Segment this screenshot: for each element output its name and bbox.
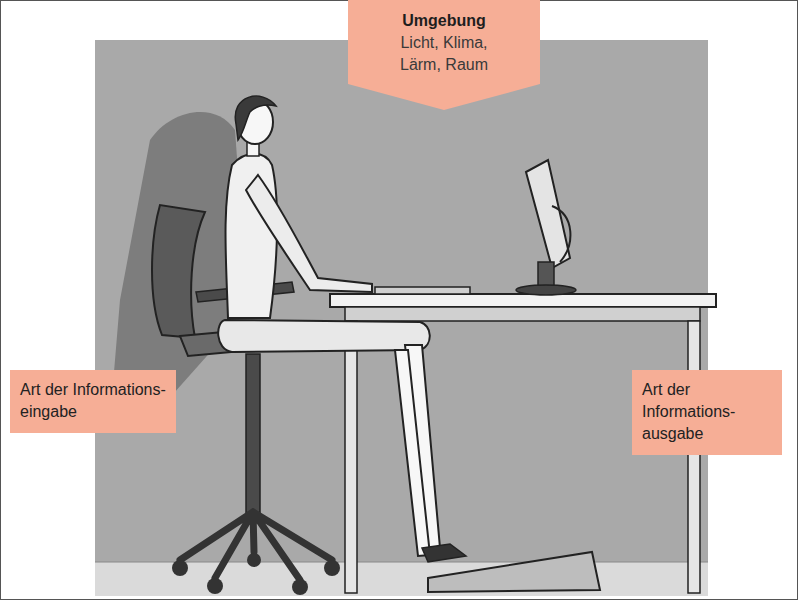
thighs: [218, 320, 430, 352]
chair-wheel: [207, 578, 223, 594]
chair-post: [246, 354, 260, 514]
monitor-cable: [552, 206, 570, 262]
monitor-base: [516, 285, 576, 295]
label-text: Licht, Klima, Lärm, Raum: [384, 32, 504, 76]
output-label-box: Art der Informations- ausgabe: [632, 370, 782, 455]
chair-base: [180, 512, 332, 580]
desk-apron: [345, 307, 700, 321]
node-content: Art der Informations- eingabe: [10, 370, 176, 433]
shoe: [422, 544, 466, 562]
monitor: [516, 160, 576, 295]
chair-wheel: [324, 560, 340, 576]
lower-leg: [395, 350, 430, 556]
input-label-box: Art der Informations- eingabe: [10, 370, 176, 433]
desk-leg: [345, 321, 357, 593]
torso: [226, 154, 278, 318]
keyboard: [375, 287, 470, 294]
arm: [246, 175, 372, 292]
chair-wheel: [292, 579, 308, 595]
desk-leg: [688, 321, 700, 593]
heading-text: Umgebung: [384, 10, 504, 32]
arrow-outline: [348, 0, 540, 110]
floor-line: [95, 562, 708, 563]
monitor-screen: [526, 160, 570, 268]
environment-arrow: UmgebungLicht, Klima, Lärm, Raum: [348, 0, 540, 110]
seated-woman: [218, 96, 466, 562]
monitor-stand: [538, 262, 554, 286]
node-content: Art der Informations- ausgabe: [632, 370, 782, 455]
label-text: Art der Informations- eingabe: [20, 379, 166, 423]
chair-wheel: [247, 553, 261, 567]
node-content: UmgebungLicht, Klima, Lärm, Raum: [348, 0, 540, 84]
chair-backrest: [152, 205, 205, 338]
desk-top: [330, 294, 716, 307]
label-text: Art der Informations- ausgabe: [642, 379, 772, 445]
hair: [235, 96, 276, 140]
chair-wheel: [172, 560, 188, 576]
